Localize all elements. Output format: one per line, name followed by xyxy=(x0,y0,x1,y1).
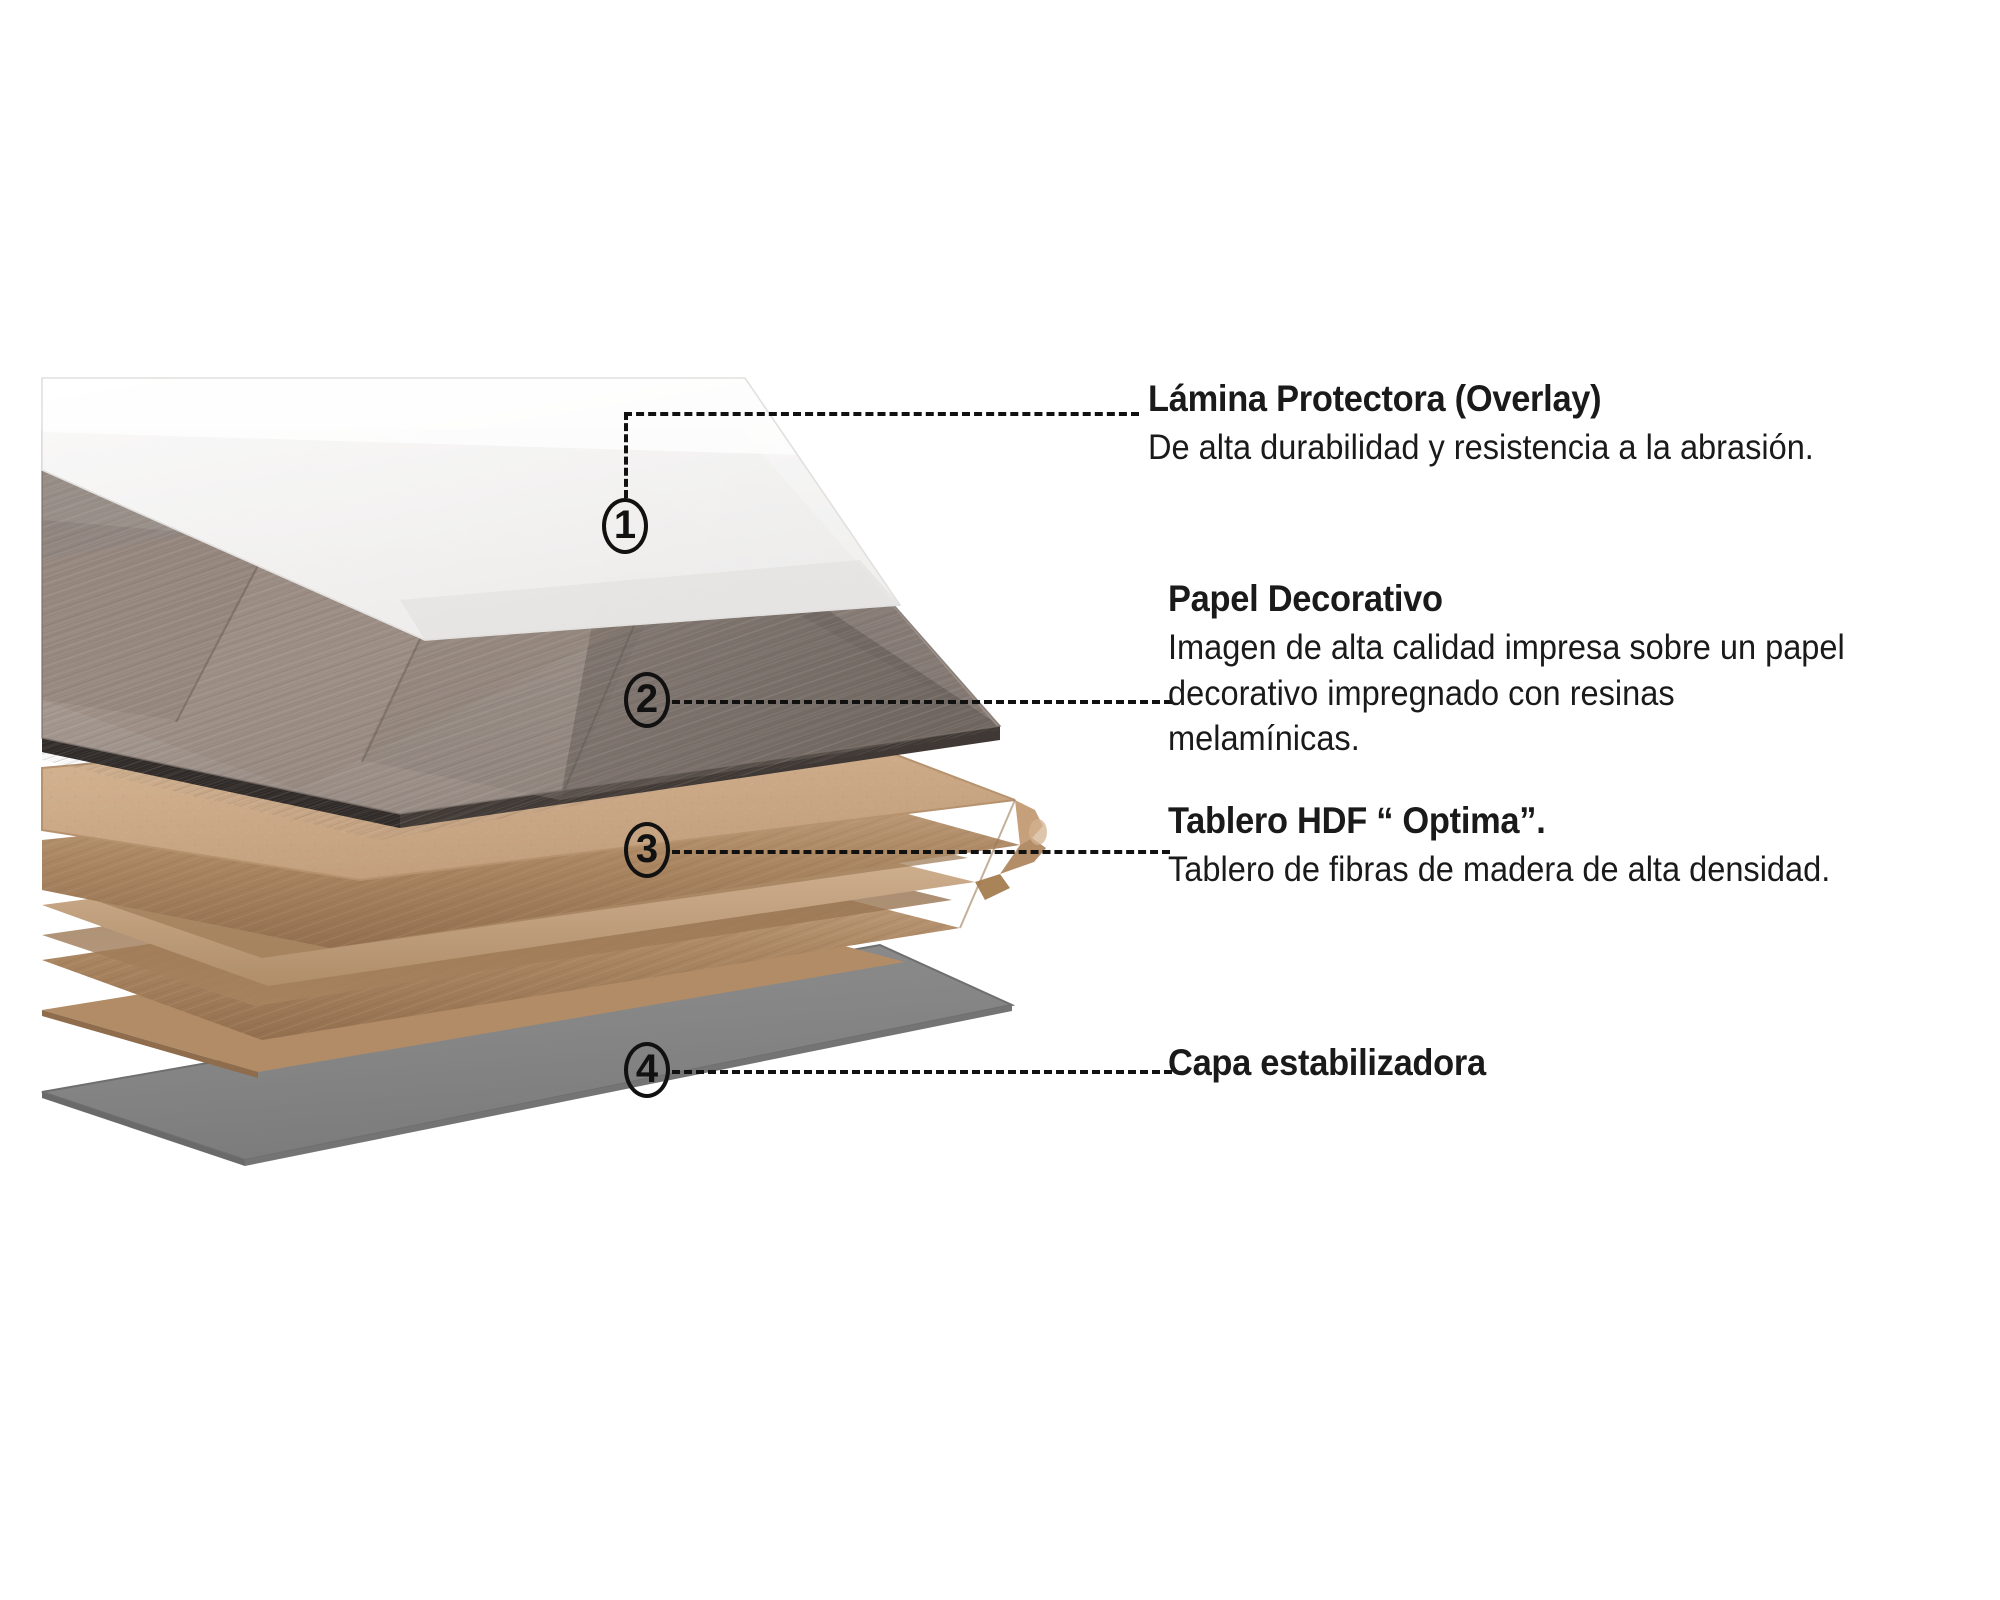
callout-hdf-board-body-line-1: Tablero de fibras de madera de alta dens… xyxy=(1168,850,1831,890)
callout-marker-4[interactable]: 4 xyxy=(624,1042,670,1098)
callout-marker-1-label: 1 xyxy=(613,503,637,547)
callout-stabilizer-title: Capa estabilizadora xyxy=(1168,1042,1486,1083)
callout-marker-3[interactable]: 3 xyxy=(624,822,670,878)
callout-decor-paper: Papel Decorativo Imagen de alta calidad … xyxy=(1168,578,1988,762)
leader-line-3 xyxy=(672,850,1170,854)
leader-line-1-horizontal xyxy=(624,412,1139,416)
callout-decor-paper-body-line-2: decorativo impregnado con resinas xyxy=(1168,673,1675,713)
callout-stabilizer: Capa estabilizadora xyxy=(1168,1042,1868,1089)
callout-overlay-body-line-1: De alta durabilidad y resistencia a la a… xyxy=(1148,428,1814,468)
leader-line-2 xyxy=(672,700,1172,704)
leader-line-1-vertical xyxy=(624,412,628,498)
callout-overlay-body: De alta durabilidad y resistencia a la a… xyxy=(1148,425,1911,471)
callout-marker-2[interactable]: 2 xyxy=(624,672,670,728)
callout-marker-3-label: 3 xyxy=(635,827,659,871)
callout-hdf-board-title: Tablero HDF “ Optima”. xyxy=(1168,800,1546,841)
callout-decor-paper-title: Papel Decorativo xyxy=(1168,578,1443,619)
callout-marker-4-label: 4 xyxy=(635,1047,659,1091)
callout-hdf-board-body: Tablero de fibras de madera de alta dens… xyxy=(1168,847,1968,893)
leader-line-4 xyxy=(672,1070,1172,1074)
callout-hdf-board: Tablero HDF “ Optima”. Tablero de fibras… xyxy=(1168,800,2000,893)
callout-overlay: Lámina Protectora (Overlay) De alta dura… xyxy=(1148,378,1968,471)
layer-overlay xyxy=(41,377,902,641)
callout-marker-1[interactable]: 1 xyxy=(602,498,648,554)
callout-decor-paper-body-line-1: Imagen de alta calidad impresa sobre un … xyxy=(1168,628,1845,668)
callout-decor-paper-body: Imagen de alta calidad impresa sobre un … xyxy=(1168,625,1931,762)
callout-marker-2-label: 2 xyxy=(635,677,659,721)
callout-decor-paper-body-line-3: melamínicas. xyxy=(1168,719,1360,759)
callout-overlay-title: Lámina Protectora (Overlay) xyxy=(1148,378,1602,419)
